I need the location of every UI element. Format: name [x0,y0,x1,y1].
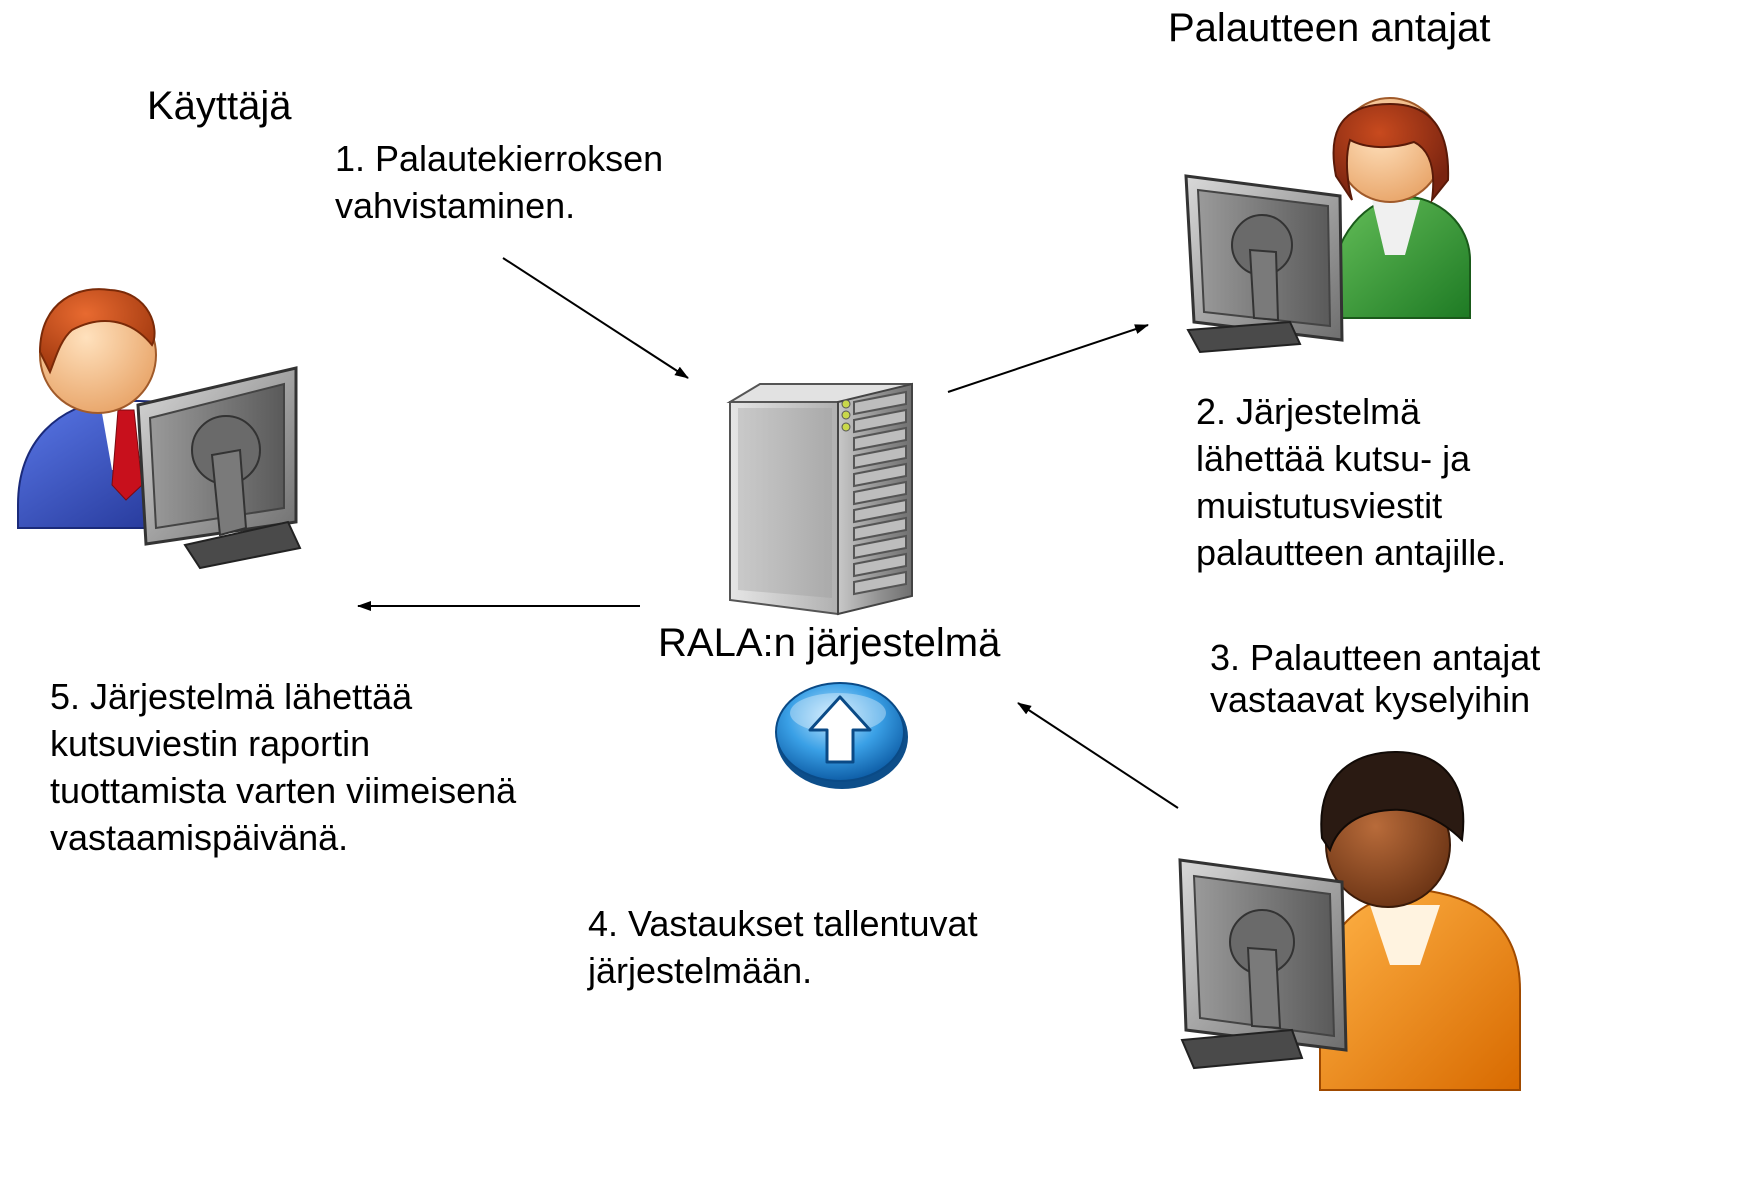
step1-line-2: vahvistaminen. [335,185,576,226]
step5-line-4: vastaamispäivänä. [50,817,349,858]
step4-line-1: 4. Vastaukset tallentuvat [588,903,978,944]
upload-arrow-icon [775,682,908,789]
step5-text: 5. Järjestelmä lähettää kutsuviestin rap… [50,673,516,861]
step3-text: 3. Palautteen antajat vastaavat kyselyih… [1210,637,1540,721]
server-tower-icon [726,382,913,616]
arrow-step3 [1017,702,1179,809]
step2-line-2: lähettää kutsu- ja [1196,438,1471,479]
user-role-label: Käyttäjä [147,84,292,128]
step5-line-3: tuottamista varten viimeisenä [50,770,517,811]
feedback-givers-role-label: Palautteen antajat [1168,6,1491,50]
step5-line-2: kutsuviestin raportin [50,723,371,764]
step5-line-1: 5. Järjestelmä lähettää [50,676,413,717]
user-at-computer-icon [17,288,302,570]
step3-line-2: vastaavat kyselyihin [1210,679,1531,720]
step2-line-3: muistutusviestit [1196,485,1443,526]
step2-line-4: palautteen antajille. [1196,532,1507,573]
woman-at-computer-icon [1184,97,1471,354]
arrow-step2 [947,324,1149,393]
system-label: RALA:n järjestelmä [658,621,1001,665]
step2-line-1: 2. Järjestelmä [1196,391,1421,432]
step4-line-2: järjestelmään. [588,950,813,991]
arrow-step1 [502,257,689,379]
step4-text: 4. Vastaukset tallentuvat järjestelmään. [588,900,978,994]
step3-line-1: 3. Palautteen antajat [1210,637,1541,678]
person-at-computer-icon [1178,750,1521,1091]
step2-text: 2. Järjestelmä lähettää kutsu- ja muistu… [1196,388,1506,576]
step1-line-1: 1. Palautekierroksen [335,138,664,179]
step1-text: 1. Palautekierroksen vahvistaminen. [335,135,663,229]
